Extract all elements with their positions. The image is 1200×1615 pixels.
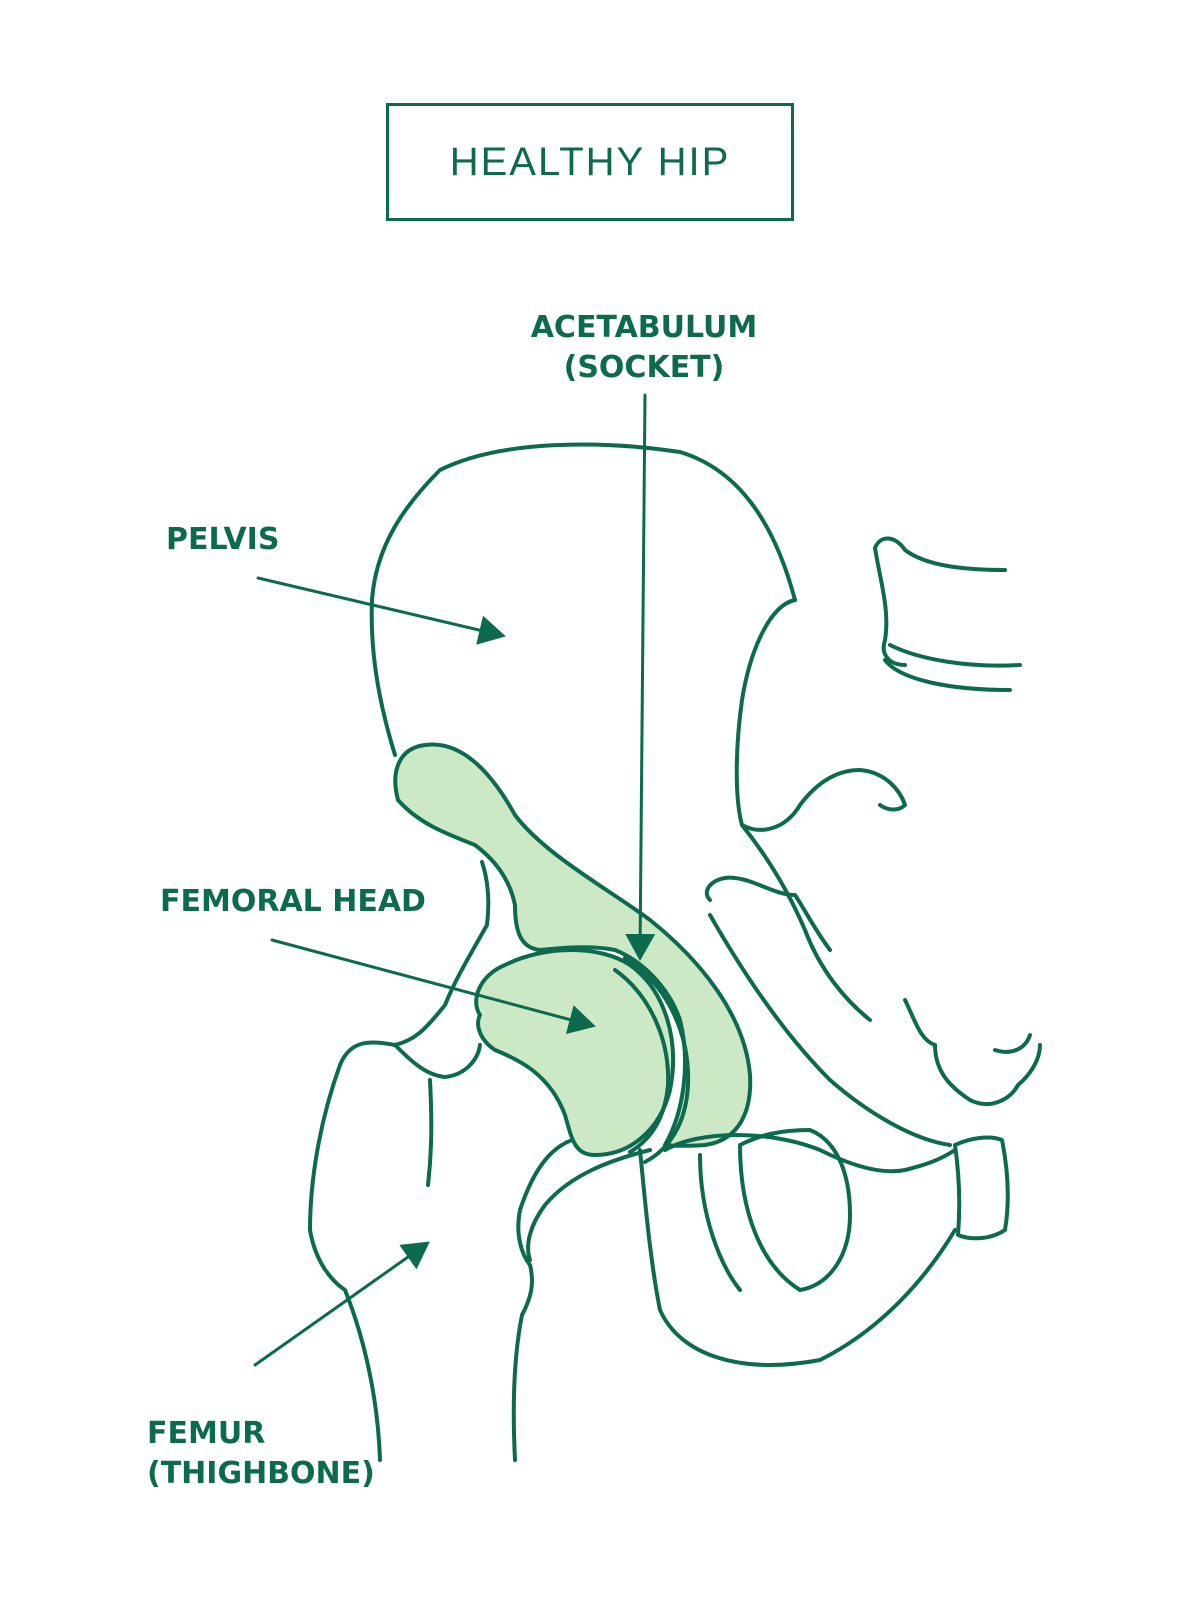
coccyx-bumps bbox=[903, 998, 1032, 1054]
sacrum-left bbox=[873, 546, 907, 667]
femur-neck-upper bbox=[393, 860, 491, 1047]
pelvis-leader-arrow bbox=[256, 576, 506, 645]
pubic-rami bbox=[708, 913, 952, 1147]
pubic-branch bbox=[740, 823, 872, 1022]
acetabulum-label-line1: ACETABULUM bbox=[530, 310, 758, 345]
acetabulum-label: ACETABULUM (SOCKET) bbox=[524, 308, 764, 388]
joint-space-inner bbox=[613, 968, 671, 1154]
femoral-head-label-text: FEMORAL HEAD bbox=[160, 884, 426, 919]
trochanter-line bbox=[426, 1078, 434, 1187]
acetabulum-leader-arrow bbox=[625, 393, 656, 961]
lesser-trochanter bbox=[526, 1148, 652, 1262]
pelvis-label: PELVIS bbox=[166, 520, 279, 560]
femur-neck-lower bbox=[393, 1043, 482, 1079]
obturator-foramen bbox=[698, 1153, 742, 1292]
femur-label-line2: (THIGHBONE) bbox=[147, 1456, 375, 1491]
diagram-title: HEALTHY HIP bbox=[449, 139, 731, 184]
sacrum-line-1 bbox=[888, 643, 1022, 668]
joint-space-outer bbox=[623, 956, 691, 1164]
femur-inner-shaft bbox=[511, 1138, 574, 1462]
title-box: HEALTHY HIP bbox=[386, 103, 794, 221]
femur-outer-shaft bbox=[308, 1040, 397, 1462]
femur-label: FEMUR (THIGHBONE) bbox=[147, 1414, 375, 1494]
femoral-head-leader-arrow bbox=[270, 938, 596, 1035]
ischium-outline bbox=[638, 1148, 957, 1367]
acetabulum-label-line2: (SOCKET) bbox=[563, 350, 725, 385]
femoral-head-label: FEMORAL HEAD bbox=[160, 882, 426, 922]
pelvis-label-text: PELVIS bbox=[166, 522, 280, 557]
femur-leader-arrow bbox=[253, 1241, 430, 1367]
pubic-rami-lower bbox=[704, 875, 832, 952]
femur-label-line1: FEMUR bbox=[147, 1416, 266, 1451]
obturator-foramen-2 bbox=[738, 1128, 852, 1292]
pubic-body bbox=[663, 1133, 957, 1174]
pelvis-outline bbox=[369, 442, 797, 757]
sacral-tail bbox=[933, 1043, 1042, 1106]
ilium-inner-edge bbox=[734, 598, 797, 827]
pubic-symphysis-left bbox=[953, 1135, 1010, 1241]
sacrum-outline bbox=[873, 536, 1007, 572]
femoral-head-shape bbox=[474, 948, 675, 1157]
obturator-upper bbox=[740, 768, 907, 832]
sacrum-line-2 bbox=[883, 658, 1012, 692]
acetabulum-socket-shape bbox=[393, 742, 753, 1148]
